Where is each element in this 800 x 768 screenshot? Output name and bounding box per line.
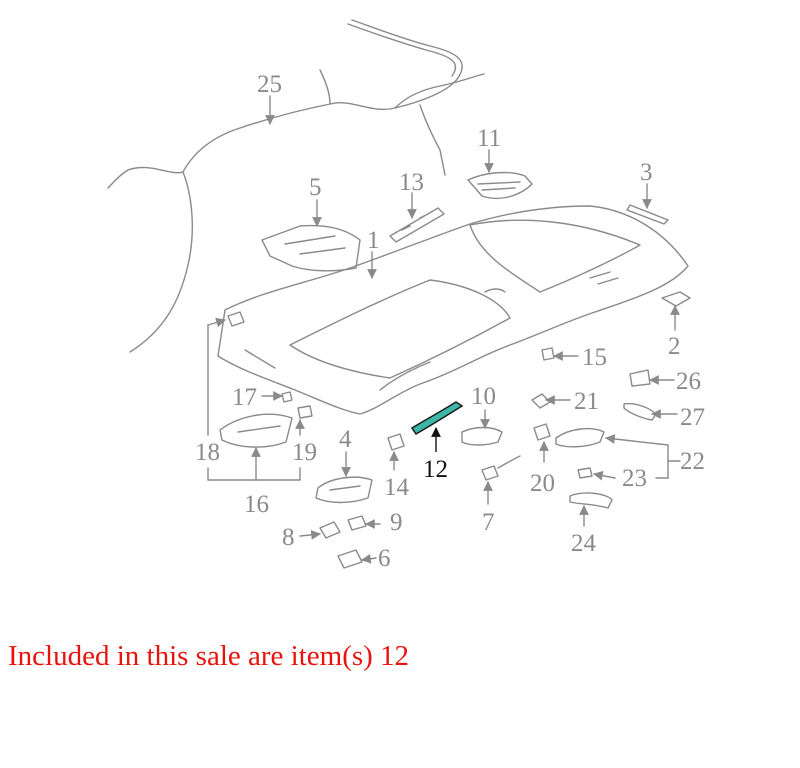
label-7: 7 xyxy=(482,509,495,536)
label-26: 26 xyxy=(676,368,701,395)
part-8 xyxy=(319,521,341,539)
part-27 xyxy=(623,402,657,421)
label-2: 2 xyxy=(668,333,681,360)
label-5: 5 xyxy=(309,174,322,201)
part-6 xyxy=(337,549,363,569)
label-9: 9 xyxy=(390,509,403,536)
trim-part-12-highlighted xyxy=(410,401,464,435)
label-1: 1 xyxy=(367,227,380,254)
clip-part-17 xyxy=(281,391,293,403)
label-12: 12 xyxy=(423,456,448,483)
part-7 xyxy=(481,455,521,481)
label-23: 23 xyxy=(622,465,647,492)
part-14 xyxy=(387,433,405,451)
part-26 xyxy=(629,369,651,387)
part-9 xyxy=(347,515,367,531)
label-15: 15 xyxy=(582,344,607,371)
label-3: 3 xyxy=(640,159,653,186)
label-13: 13 xyxy=(399,169,424,196)
label-14: 14 xyxy=(384,474,410,501)
panel-part-5 xyxy=(261,224,361,272)
label-27: 27 xyxy=(680,404,705,431)
label-8: 8 xyxy=(282,524,295,551)
label-17: 17 xyxy=(232,384,257,411)
label-11: 11 xyxy=(477,125,501,152)
part-23 xyxy=(577,467,593,479)
lamp-part-22 xyxy=(555,427,605,448)
label-24: 24 xyxy=(571,530,597,557)
label-25: 25 xyxy=(257,71,282,98)
part-24 xyxy=(569,492,613,509)
bracket-part-13 xyxy=(389,207,445,243)
label-4: 4 xyxy=(339,426,352,453)
lamp-part-4 xyxy=(315,476,373,504)
sale-caption: Included in this sale are item(s) 12 xyxy=(8,640,410,672)
part-21 xyxy=(531,393,551,409)
label-21: 21 xyxy=(574,388,599,415)
label-22: 22 xyxy=(680,448,705,475)
sunvisor-part-16 xyxy=(219,413,293,448)
clip-part-18 xyxy=(227,311,245,327)
trim-strip-part-3 xyxy=(626,204,669,225)
bracket-part-2 xyxy=(661,291,691,307)
label-18: 18 xyxy=(195,439,220,466)
label-10: 10 xyxy=(471,383,496,410)
label-19: 19 xyxy=(292,439,317,466)
wiring-harness xyxy=(107,19,485,353)
clip-part-19 xyxy=(297,405,313,419)
label-6: 6 xyxy=(378,545,391,572)
part-20 xyxy=(533,423,551,441)
console-part-11 xyxy=(467,171,533,200)
part-10 xyxy=(461,426,503,446)
parts-diagram: 25 11 3 5 13 1 2 15 26 21 27 10 17 12 18… xyxy=(107,19,705,572)
part-15 xyxy=(541,347,555,361)
label-16: 16 xyxy=(244,491,269,518)
label-20: 20 xyxy=(530,470,555,497)
headliner xyxy=(217,205,689,415)
